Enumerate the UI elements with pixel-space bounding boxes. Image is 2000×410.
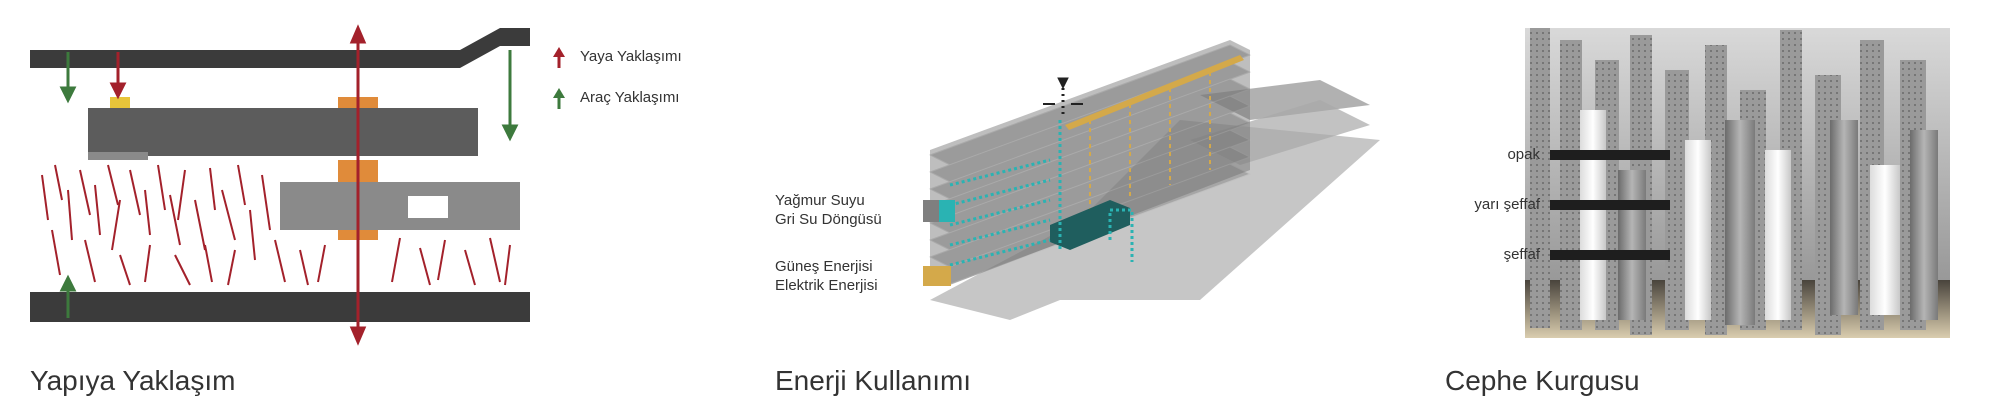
legend-water-swatch-teal [939, 200, 955, 222]
legend-solar-swatch [923, 266, 951, 286]
vehicle-arrow-icon [553, 88, 565, 109]
rain-inlet [1043, 77, 1083, 118]
pedestrian-arrow-icon [553, 47, 565, 68]
solar-risers [1089, 72, 1211, 215]
building-block-upper-shadow [88, 152, 148, 160]
solar-strip [1065, 55, 1244, 130]
legend-water-swatch-grey [923, 200, 939, 222]
transparent-bar [1550, 250, 1670, 260]
opaque-bar [1550, 150, 1670, 160]
panel-approach: Yaya Yaklaşımı Araç Yaklaşımı Yapıya Yak… [0, 0, 720, 410]
greywater-tank [1050, 200, 1130, 250]
ground-plate-right-lower [1190, 100, 1370, 165]
bottom-road [30, 292, 530, 322]
label-opaque: opak [1507, 146, 1540, 163]
facade-render [1525, 28, 1950, 338]
label-semi-transparent: yarı şeffaf [1474, 196, 1540, 213]
energy-axonometric [928, 40, 1380, 320]
semi-transparent-bar [1550, 200, 1670, 210]
approach-diagram [30, 24, 530, 346]
courtyard-opening [408, 196, 448, 218]
panel-facade: opak yarı şeffaf şeffaf Cephe Kurgusu [1420, 0, 2000, 410]
pedestrian-arrows [109, 24, 367, 346]
label-transparent: şeffaf [1503, 246, 1540, 263]
legend-pedestrian-label: Yaya Yaklaşımı [580, 48, 682, 65]
facade-fins-front [1580, 110, 1938, 325]
caption-approach: Yapıya Yaklaşım [30, 365, 236, 396]
ground-plate-large [930, 120, 1380, 320]
legend-vehicle-label: Araç Yaklaşımı [580, 89, 680, 106]
vehicle-arrows [59, 50, 519, 318]
vegetation-lines [41, 164, 511, 286]
panel-energy: Yağmur Suyu Gri Su Döngüsü Güneş Enerjis… [760, 0, 1400, 410]
building-block-upper [88, 108, 478, 156]
legend-solar-line1: Güneş Enerjisi [775, 258, 873, 275]
building-block-lower [280, 182, 520, 230]
legend-water-line1: Yağmur Suyu [775, 192, 865, 209]
caption-facade: Cephe Kurgusu [1445, 365, 1640, 396]
top-road [30, 28, 530, 68]
entrance-marker-yellow [110, 97, 130, 108]
legend-solar-line2: Elektrik Enerjisi [775, 277, 878, 294]
legend-water-line2: Gri Su Döngüsü [775, 211, 882, 228]
water-pipes [949, 120, 1134, 267]
caption-energy: Enerji Kullanımı [775, 365, 972, 396]
